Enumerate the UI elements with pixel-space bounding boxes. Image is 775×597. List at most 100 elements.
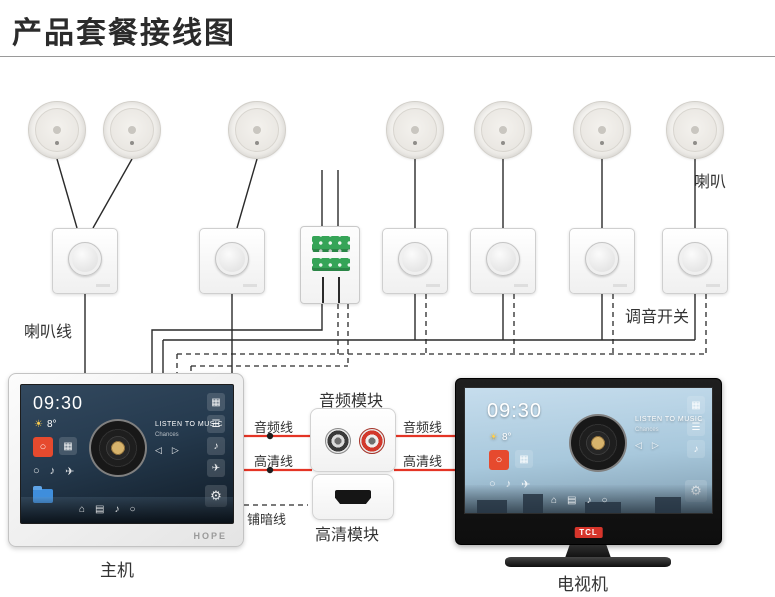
- volume-switch-6: [662, 228, 728, 294]
- tv-device: 09:30 ☀ 8° ○ ▦ ○ ♪ ✈ LISTEN TO MUSIC Cha…: [455, 378, 722, 545]
- volume-switch-5: [569, 228, 635, 294]
- music-tile-icon: ♪: [687, 440, 705, 458]
- music-tile-icon: ♪: [207, 437, 225, 455]
- audio-module-plate: [310, 408, 396, 472]
- host-playback-controls: ◁ ▷: [155, 445, 179, 456]
- play-icon: ▷: [651, 440, 659, 450]
- host-screen: 09:30 ☀ 8° ○ ▦ ○ ♪ ✈ LISTEN TO MUSIC Cha…: [20, 384, 234, 524]
- ceiling-speaker-4: [386, 101, 444, 159]
- module-wire: [338, 277, 340, 303]
- plate-mark: [96, 284, 110, 287]
- label-speaker: 喇叭: [694, 174, 727, 191]
- building-silhouette: [523, 494, 543, 513]
- terminal-block: [312, 236, 350, 252]
- tv-weather: ☀ 8°: [489, 432, 512, 443]
- ceiling-speaker-7: [666, 101, 724, 159]
- host-device: 09:30 ☀ 8° ○ ▦ ○ ♪ ✈ LISTEN TO MUSIC Cha…: [8, 373, 244, 547]
- label-hd-cable-left: 高清线: [254, 454, 294, 469]
- hdmi-port: [335, 490, 371, 504]
- tv-stand-neck: [565, 545, 611, 558]
- volume-knob: [585, 242, 619, 276]
- hd-module-plate: [312, 474, 394, 520]
- ceiling-speaker-5: [474, 101, 532, 159]
- ceiling-speaker-6: [573, 101, 631, 159]
- host-bottom-icons: ⌂ ▤ ♪ ○: [79, 504, 136, 515]
- tv-skyline: [465, 485, 712, 513]
- label-audio-cable-right: 音频线: [403, 420, 443, 435]
- terminal-block: [312, 258, 350, 271]
- plate-mark: [613, 284, 627, 287]
- circle-icon: ○: [129, 504, 136, 515]
- volume-knob: [68, 242, 102, 276]
- tv-playback-controls: ◁ ▷: [635, 440, 659, 451]
- host-music-subtitle: Chances: [155, 432, 179, 438]
- play-icon: ▷: [171, 445, 179, 455]
- host-temp: 8°: [46, 419, 57, 430]
- tv-screen: 09:30 ☀ 8° ○ ▦ ○ ♪ ✈ LISTEN TO MUSIC Cha…: [464, 387, 713, 514]
- record-app-icon: ○: [33, 437, 53, 457]
- sun-icon: ☀: [489, 432, 498, 443]
- label-volume-switch: 调音开关: [625, 309, 690, 326]
- plate-mark: [514, 284, 528, 287]
- volume-knob: [678, 242, 712, 276]
- title-divider: [0, 56, 775, 57]
- host-music-title: LISTEN TO MUSIC: [155, 421, 223, 428]
- grid-app-icon: ▦: [59, 437, 77, 455]
- page-title: 产品套餐接线图: [12, 17, 236, 50]
- clock-icon: ○: [33, 465, 40, 477]
- apps-icon: ▦: [207, 393, 225, 411]
- rca-jack-white: [325, 428, 351, 454]
- terminal-module: [300, 226, 360, 304]
- label-speaker-wire: 喇叭线: [24, 324, 73, 341]
- host-time: 09:30: [33, 393, 84, 413]
- tv-bottom-icons: ⌂ ▤ ♪ ○: [551, 495, 608, 506]
- prev-icon: ◁: [155, 445, 162, 455]
- prev-icon: ◁: [635, 440, 642, 450]
- menu-icon: ☰: [207, 415, 225, 433]
- tv-music-title: LISTEN TO MUSIC: [635, 416, 703, 423]
- label-host: 主机: [100, 561, 134, 580]
- tv-stand-base: [505, 557, 671, 567]
- circle-icon: ○: [601, 495, 608, 506]
- menu-icon: ☰: [687, 418, 705, 436]
- note-icon: ♪: [114, 504, 120, 515]
- plate-mark: [243, 284, 257, 287]
- volume-knob: [398, 242, 432, 276]
- volume-switch-2: [199, 228, 265, 294]
- volume-switch-4: [470, 228, 536, 294]
- plate-mark: [706, 284, 720, 287]
- ceiling-speaker-2: [103, 101, 161, 159]
- building-silhouette: [585, 502, 621, 513]
- label-tv: 电视机: [557, 575, 608, 594]
- label-audio-module: 音频模块: [319, 393, 384, 410]
- label-concealed-wire: 铺暗线: [247, 512, 287, 527]
- tv-brand-logo: TCL: [574, 527, 603, 538]
- music-icon: ♪: [49, 465, 56, 477]
- sun-icon: ☀: [34, 419, 43, 430]
- list-icon: ▤: [567, 495, 577, 506]
- home-icon: ⌂: [79, 504, 86, 515]
- mode-icon: ✈: [207, 459, 225, 477]
- apps-icon: ▦: [687, 396, 705, 414]
- volume-switch-1: [52, 228, 118, 294]
- music-icon: ♪: [505, 478, 512, 490]
- host-app-row: ○ ♪ ✈: [33, 465, 74, 478]
- rca-jack-red: [359, 428, 385, 454]
- note-icon: ♪: [586, 495, 592, 506]
- label-audio-cable-left: 音频线: [254, 420, 294, 435]
- album-art: [569, 414, 627, 472]
- host-brand-logo: HOPE: [193, 531, 227, 541]
- label-hd-module: 高清模块: [315, 527, 380, 544]
- volume-switch-3: [382, 228, 448, 294]
- building-silhouette: [655, 497, 681, 513]
- record-app-icon: ○: [489, 450, 509, 470]
- list-icon: ▤: [95, 504, 105, 515]
- tv-time: 09:30: [487, 400, 543, 422]
- tv-music-subtitle: Chances: [635, 427, 659, 433]
- plate-mark: [426, 284, 440, 287]
- home-icon: ⌂: [551, 495, 558, 506]
- grid-app-icon: ▦: [515, 450, 533, 468]
- clock-icon: ○: [489, 478, 496, 490]
